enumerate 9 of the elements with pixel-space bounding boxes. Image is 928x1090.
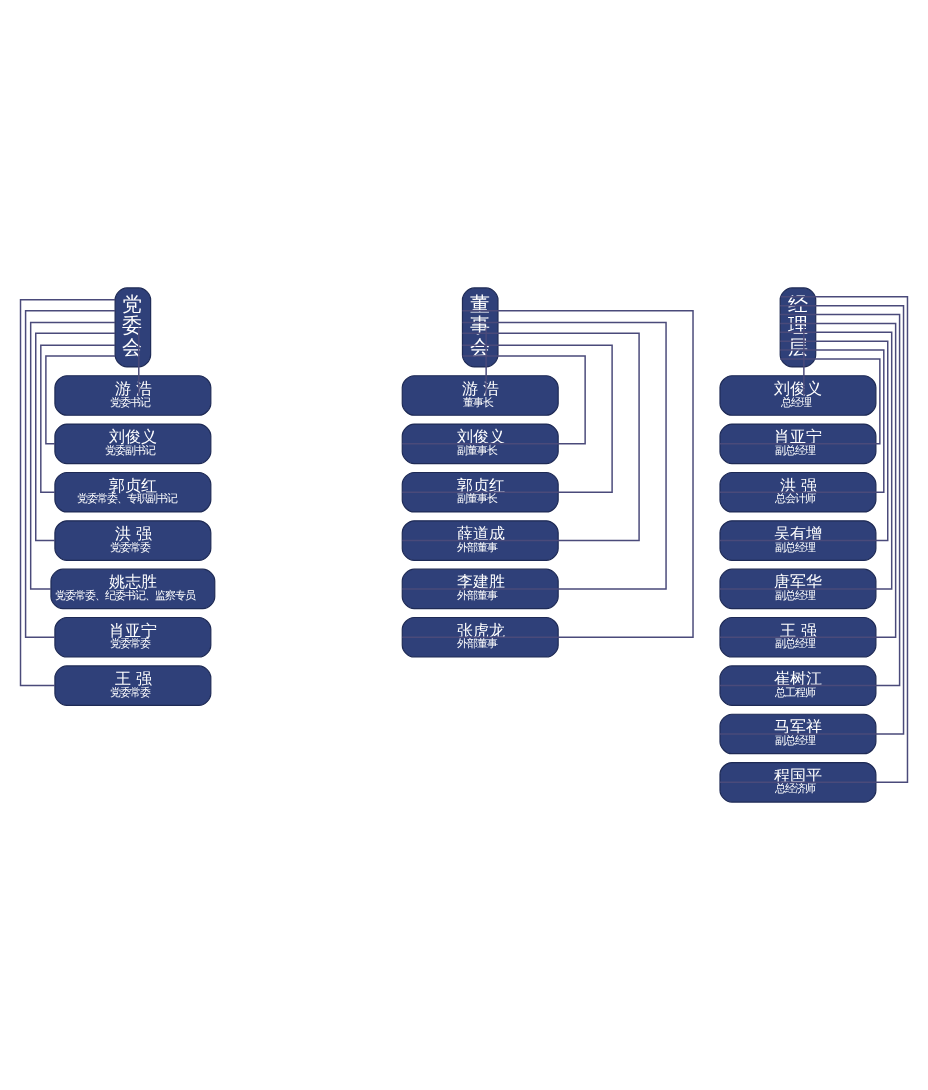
connector — [40, 344, 116, 493]
connector — [24, 309, 116, 638]
connector — [719, 358, 881, 445]
node-box: 党委会 — [114, 287, 152, 368]
connector — [45, 355, 116, 445]
connector — [29, 321, 116, 590]
connector — [35, 332, 116, 542]
connector — [19, 299, 116, 687]
connector — [401, 355, 586, 445]
